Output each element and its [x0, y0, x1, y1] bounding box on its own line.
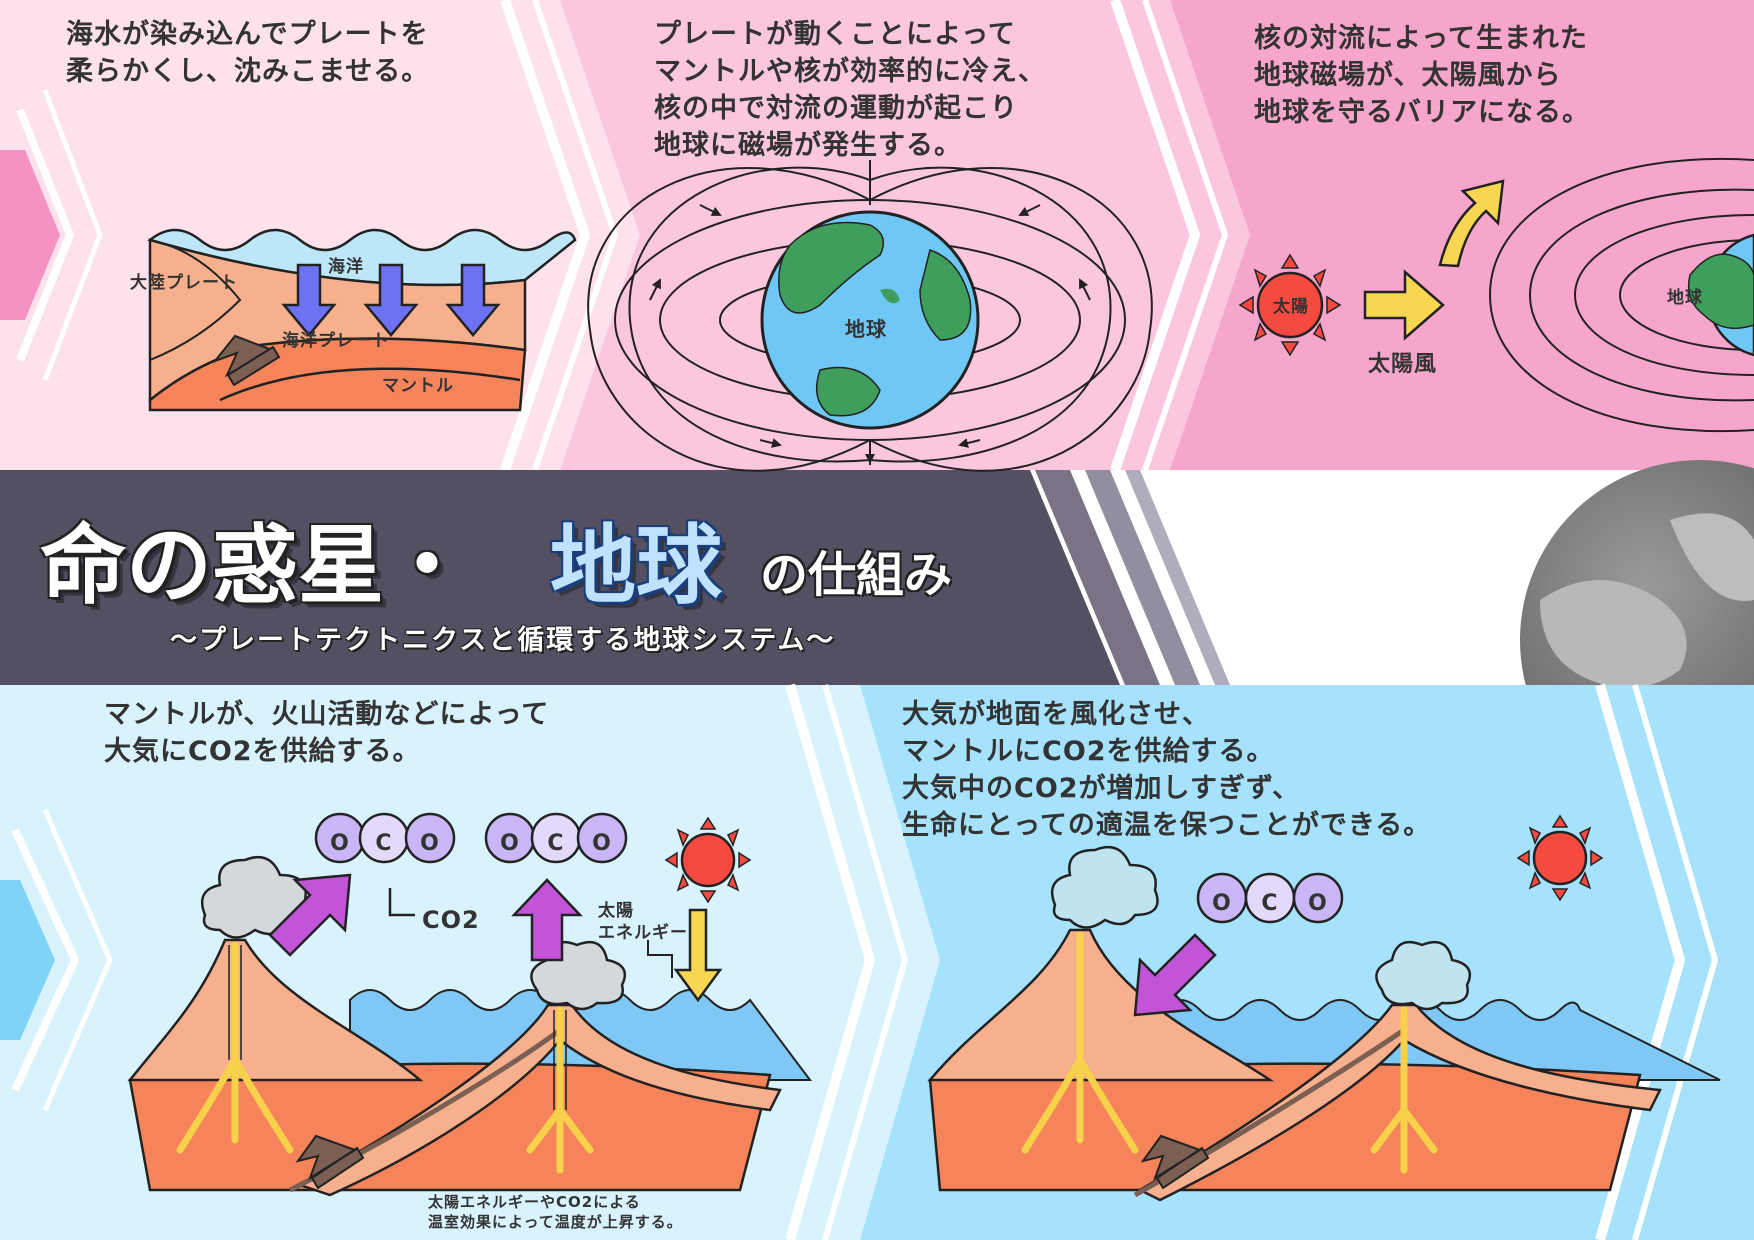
- solar-wind-arrow-icon: [1363, 269, 1445, 341]
- co2-letter-cb: C: [547, 831, 565, 856]
- weathering-description: 大気が地面を風化させ、 マントルにCO2を供給する。 大気中のCO2が増加しすぎ…: [902, 699, 1432, 841]
- subduction-arrow-icon: [1140, 1134, 1210, 1190]
- smoke-icon: [200, 855, 627, 1011]
- up-arrow-icon: [511, 878, 583, 962]
- co2-letter-c2: C: [1261, 891, 1279, 916]
- sun-icon: [1238, 253, 1342, 357]
- greenhouse-caption: 太陽エネルギーやCO2による 温室効果によって温度が上昇する。: [428, 1193, 683, 1231]
- co2-letter-o1: O: [330, 831, 350, 856]
- title-main: 命の惑星・: [40, 516, 470, 616]
- solar-energy-label: 太陽 エネルギー: [598, 901, 688, 943]
- magnetic-description: プレートが動くことによって マントルや核が効率的に冷え、 核の中で対流の運動が起…: [654, 19, 1046, 161]
- sun-icon: [664, 816, 752, 904]
- oceanic-plate-label: 海洋プレート: [282, 331, 390, 351]
- up-right-arrow-icon: [268, 873, 352, 957]
- earth-small-label: 地球: [1667, 288, 1703, 308]
- sun-label: 太陽: [1273, 297, 1309, 317]
- magnetic-barrier-diagram: [1238, 158, 1754, 432]
- mantle-label: マントル: [382, 376, 454, 396]
- down-arrow-icon: [281, 263, 501, 337]
- co2-letter-o1b: O: [500, 831, 520, 856]
- co2-label: CO2: [422, 906, 480, 934]
- barrier-description: 核の対流によって生まれた 地球磁場が、太陽風から 地球を守るバリアになる。: [1254, 23, 1590, 128]
- deflected-arrow-icon: [1438, 179, 1505, 268]
- solar-wind-label: 太陽風: [1368, 352, 1438, 377]
- subduction-diagram: [147, 228, 577, 412]
- co2-molecule-icon: [314, 812, 628, 864]
- earth-icon: [760, 210, 980, 430]
- co2-letter-o3: O: [1212, 891, 1232, 916]
- down-left-arrow-icon: [1133, 933, 1217, 1017]
- title-suffix: の仕組み: [760, 547, 953, 603]
- smoke-icon: [1050, 845, 1472, 1011]
- volcano-description: マントルが、火山活動などによって 大気にCO2を供給する。: [104, 699, 550, 767]
- subtitle: 〜プレートテクトニクスと循環する地球システム〜: [170, 625, 836, 656]
- sun-icon: [1516, 814, 1604, 902]
- subduction-arrow-icon: [211, 334, 281, 387]
- co2-letter-o2b: O: [592, 831, 612, 856]
- earth-label: 地球: [845, 317, 887, 341]
- subduction-description: 海水が染み込んでプレートを 柔らかくし、沈みこませる。: [66, 19, 430, 87]
- title-accent: 地球: [550, 516, 722, 616]
- ocean-label: 海洋: [328, 257, 364, 277]
- volcano-diagram: [127, 812, 812, 1197]
- solar-energy-arrow-icon: [673, 908, 723, 1003]
- continental-plate-label: 大陸プレート: [130, 273, 238, 293]
- earth-small-icon: [1687, 233, 1754, 357]
- magnetic-field-diagram: [587, 160, 1153, 472]
- co2-letter-c: C: [375, 831, 393, 856]
- co2-letter-o4: O: [1308, 891, 1328, 916]
- co2-letter-o2: O: [420, 831, 440, 856]
- subduction-arrow-icon: [295, 1134, 365, 1190]
- weathering-diagram: [927, 814, 1721, 1202]
- co2-molecule-icon: [1196, 872, 1344, 924]
